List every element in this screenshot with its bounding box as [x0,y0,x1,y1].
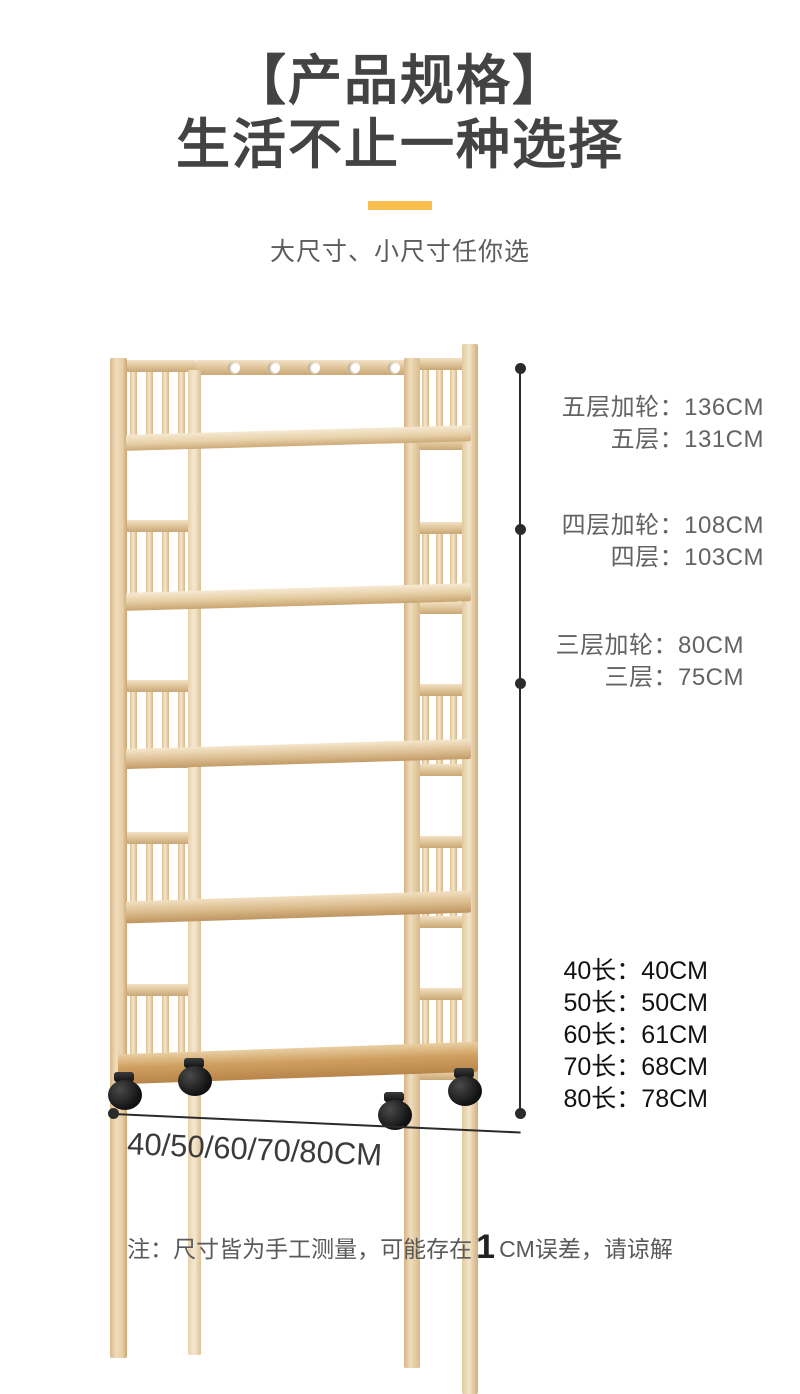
panel-rail [418,988,476,1000]
left-panel-slats [126,366,196,440]
top-rail-hole-icon [348,362,360,374]
panel-rail [418,602,476,614]
width-spec-row: 80长：78CM [563,1085,709,1113]
height-spec-plain: 五层：131CM [610,426,764,454]
top-rail-hole-icon [308,362,320,374]
panel-rail [126,984,196,996]
top-rail-hole-icon [388,362,400,374]
width-spec-row: 50长：50CM [563,989,709,1017]
shelf-post-back-left [188,370,201,1355]
panel-rail [418,522,476,534]
left-panel-slats [126,990,196,1064]
footnote-after: CM误差，请谅解 [499,1236,673,1262]
panel-rail [418,836,476,848]
height-spec-with-wheels: 五层加轮：136CM [561,394,764,421]
panel-rail [126,832,196,844]
height-spec-plain: 三层：75CM [604,664,744,692]
dimension-tick-dot [515,678,526,689]
height-spec-3-tier: 三层加轮：80CM 三层：75CM [555,630,744,694]
shelf-post-front-left [110,358,127,1358]
dimension-endpoint-dot [515,1108,526,1119]
shelf-illustration [0,330,520,1394]
dimension-endpoint-dot [108,1108,119,1119]
width-spec-list: 40长：40CM 50长：50CM 60长：61CM 70长：68CM 80长：… [564,955,709,1115]
top-rail [196,360,418,375]
footnote-number: 1 [476,1228,496,1266]
height-spec-with-wheels: 三层加轮：80CM [555,632,744,659]
panel-rail [418,358,476,370]
height-spec-plain: 四层：103CM [610,544,764,572]
width-spec-row: 60长：61CM [563,1021,709,1049]
top-rail-hole-icon [268,362,280,374]
left-panel-slats [126,686,196,760]
panel-rail [418,764,476,776]
panel-rail [418,684,476,696]
panel-rail [126,520,196,532]
shelf-post-back-right [404,358,420,1368]
accent-divider [368,200,432,210]
top-rail-hole-icon [228,362,240,374]
panel-rail [126,680,196,692]
height-spec-5-tier: 五层加轮：136CM 五层：131CM [562,392,764,456]
width-spec-row: 40长：40CM [563,957,709,985]
footnote-before: 注：尺寸皆为手工测量，可能存在 [127,1236,473,1262]
page-subtitle: 生活不止一种选择 [176,115,624,176]
width-spec-row: 70长：68CM [563,1053,709,1081]
shelf-post-front-right [462,344,478,1394]
left-panel-slats [126,526,196,600]
left-panel-slats [126,838,196,912]
width-dimension-label: 40/50/60/70/80CM [126,1126,383,1173]
panel-rail [126,360,196,372]
header: 【产品规格】 生活不止一种选择 大尺寸、小尺寸任你选 [0,0,800,268]
dimension-endpoint-dot [515,363,526,374]
height-spec-4-tier: 四层加轮：108CM 四层：103CM [562,510,764,574]
vertical-dimension-line [519,368,521,1113]
tagline: 大尺寸、小尺寸任你选 [269,237,530,266]
panel-rail [418,916,476,928]
dimension-tick-dot [515,524,526,535]
page-title: 【产品规格】 [232,51,568,111]
height-spec-with-wheels: 四层加轮：108CM [561,512,764,539]
